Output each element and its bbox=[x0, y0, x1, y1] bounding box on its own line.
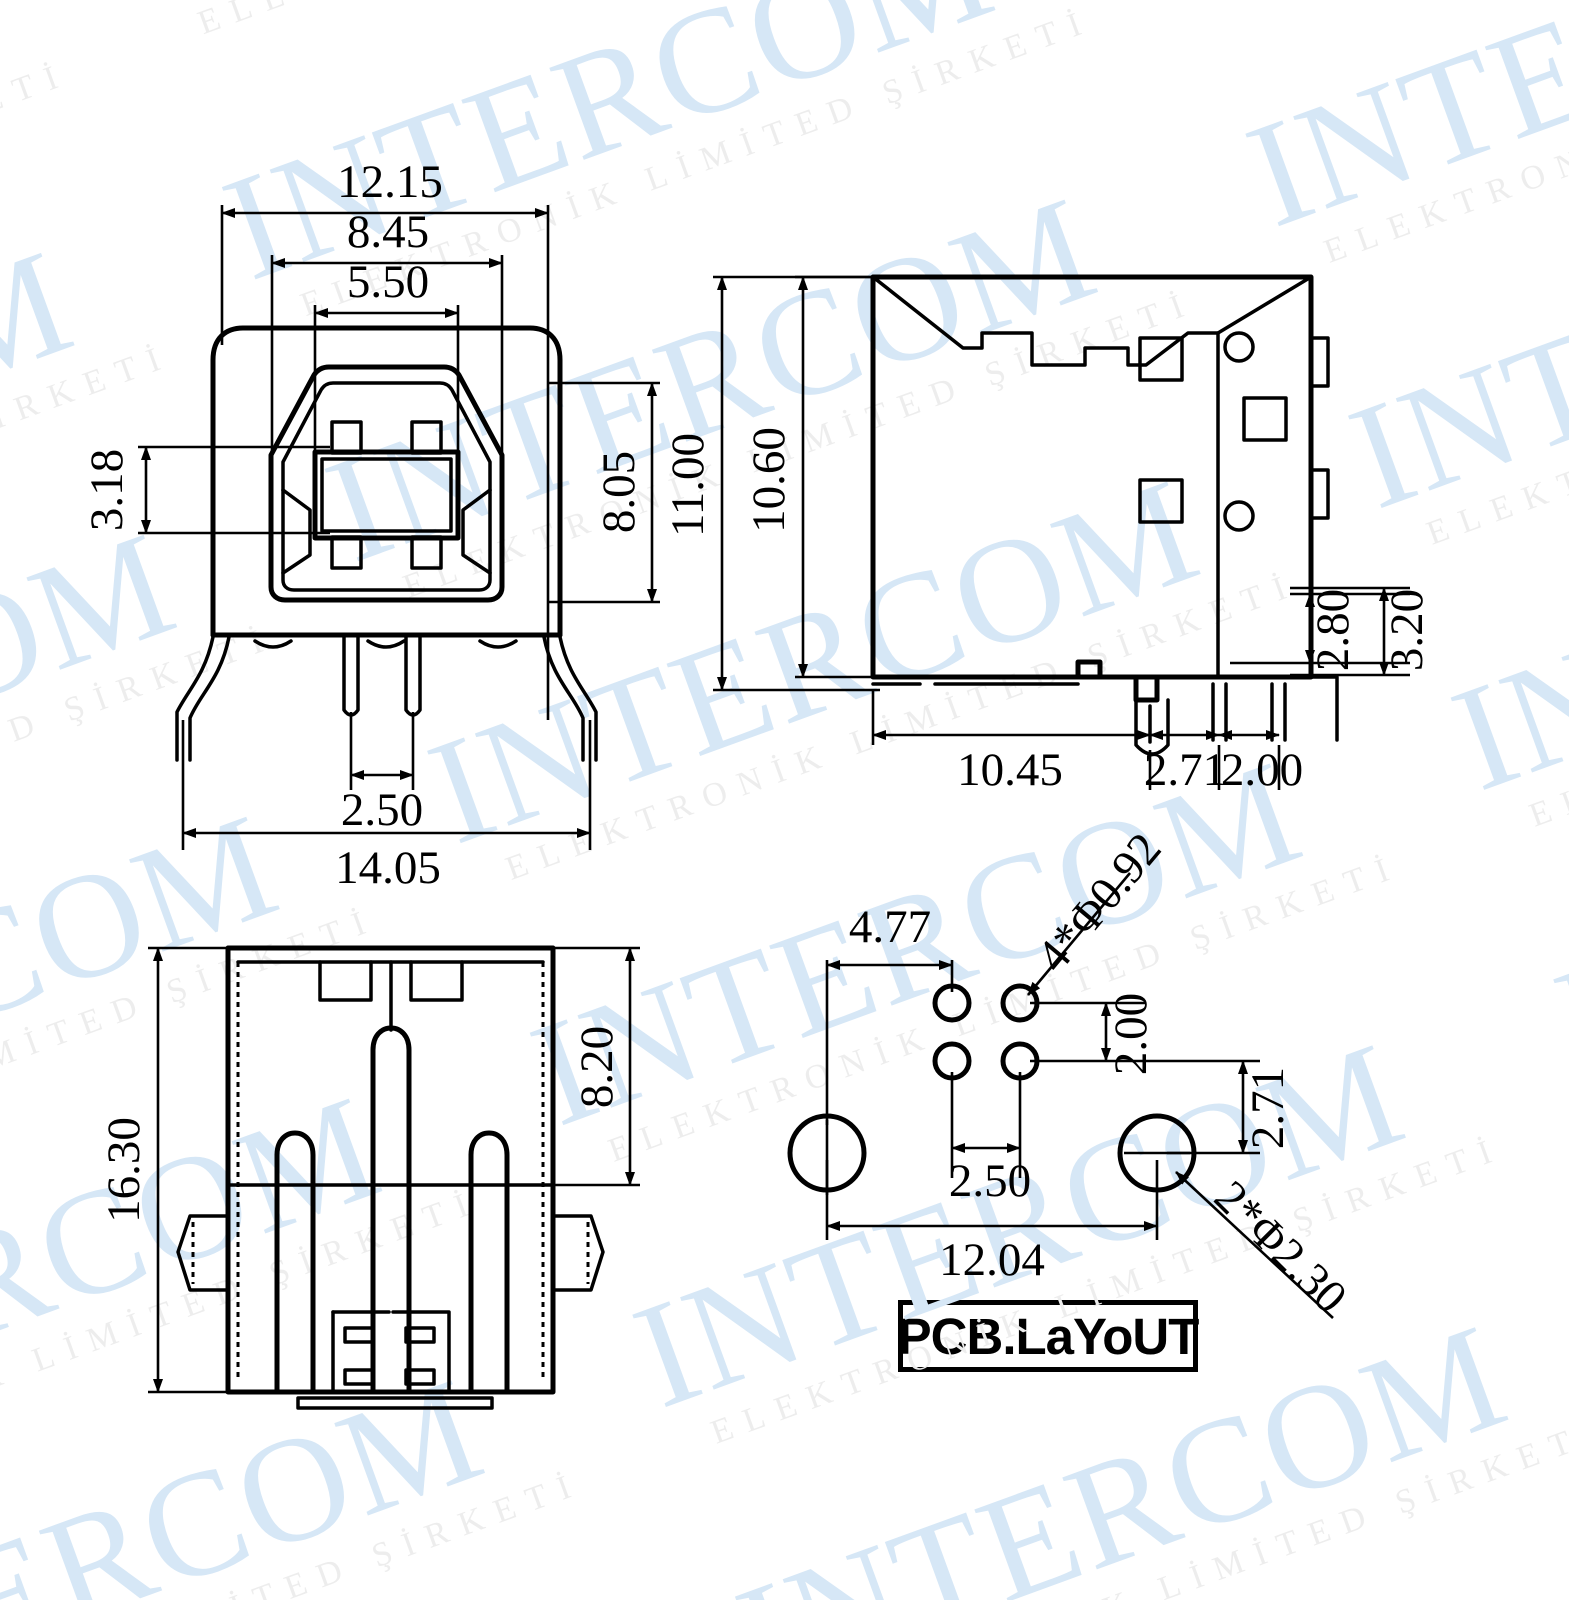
dim-label-2-50-front: 2.50 bbox=[341, 784, 423, 836]
dim-label-2-00-pcb: 2.00 bbox=[1105, 993, 1157, 1075]
dim-label-3-18: 3.18 bbox=[81, 449, 133, 531]
dimension-2-71-side: 2.71 bbox=[1144, 730, 1226, 796]
side-shell-dimples bbox=[1138, 336, 1288, 524]
dimension-2-00-side: 2.00 bbox=[1218, 730, 1303, 796]
side-view: 11.00 10.60 10.45 2.71 bbox=[662, 274, 1433, 796]
dimension-5-50: 5.50 bbox=[313, 256, 460, 468]
usb-b-port-opening bbox=[268, 364, 505, 603]
dimension-2-50-pcb: 2.50 bbox=[949, 1072, 1031, 1207]
dim-label-12-04: 12.04 bbox=[939, 1234, 1045, 1286]
side-shell-outline bbox=[870, 274, 1314, 680]
pcb-layout-view: 4.77 2.50 12.04 2.00 bbox=[787, 823, 1357, 1323]
dim-label-16-30: 16.30 bbox=[98, 1117, 150, 1223]
dimension-3-20: 3.20 bbox=[1290, 586, 1433, 677]
top-side-latch-ears bbox=[176, 1214, 605, 1292]
callout-label-4x-phi-0-92: 4*Φ0.92 bbox=[1027, 823, 1172, 982]
dim-label-5-50: 5.50 bbox=[347, 256, 429, 308]
dim-label-2-80: 2.80 bbox=[1307, 589, 1359, 671]
side-edge-tabs bbox=[1309, 336, 1330, 520]
callout-2x-phi-2-30: 2*Φ2.30 bbox=[1175, 1171, 1357, 1323]
signal-pin-holes bbox=[932, 983, 1040, 1081]
callout-label-2x-phi-2-30: 2*Φ2.30 bbox=[1204, 1171, 1356, 1323]
side-shell-holes bbox=[1223, 331, 1255, 532]
dimension-2-71-pcb: 2.71 bbox=[1167, 1060, 1294, 1155]
dimension-8-20: 8.20 bbox=[553, 946, 640, 1187]
dimension-8-05: 8.05 bbox=[548, 381, 660, 604]
dim-label-10-45: 10.45 bbox=[957, 744, 1063, 796]
dim-label-14-05: 14.05 bbox=[335, 842, 441, 894]
dim-label-2-71-pcb: 2.71 bbox=[1242, 1067, 1294, 1149]
dimension-3-18: 3.18 bbox=[81, 445, 330, 535]
dimension-4-77: 4.77 bbox=[825, 901, 954, 1125]
dim-label-8-05: 8.05 bbox=[593, 451, 645, 533]
front-mounting-legs bbox=[175, 635, 598, 762]
dim-label-11-00: 11.00 bbox=[662, 433, 714, 537]
dim-label-2-71-side: 2.71 bbox=[1144, 744, 1226, 796]
dim-label-3-20: 3.20 bbox=[1381, 589, 1433, 671]
dim-label-8-45: 8.45 bbox=[347, 206, 429, 258]
front-pins bbox=[342, 635, 422, 717]
dim-label-2-00-side: 2.00 bbox=[1221, 744, 1303, 796]
dimension-10-60: 10.60 bbox=[743, 275, 880, 679]
dim-label-2-50-pcb: 2.50 bbox=[949, 1155, 1031, 1207]
callout-4x-phi-0-92: 4*Φ0.92 bbox=[1027, 823, 1172, 996]
dimension-2-00-pcb: 2.00 bbox=[1030, 993, 1260, 1075]
dimension-16-30: 16.30 bbox=[98, 946, 232, 1394]
dimension-2-50-front: 2.50 bbox=[341, 712, 423, 836]
top-view: 8.20 16.30 bbox=[98, 945, 640, 1410]
dimension-10-45: 10.45 bbox=[871, 690, 1152, 796]
front-view: 12.15 8.45 5.50 3.18 bbox=[81, 156, 660, 894]
dim-label-12-15: 12.15 bbox=[337, 156, 443, 208]
front-base-plate bbox=[210, 632, 563, 649]
dim-label-8-20: 8.20 bbox=[571, 1026, 623, 1108]
top-center-blade bbox=[370, 960, 412, 1395]
top-base-foot bbox=[296, 1396, 494, 1410]
dim-label-10-60: 10.60 bbox=[743, 427, 795, 533]
top-solder-tabs bbox=[331, 1310, 451, 1394]
contact-block bbox=[312, 420, 461, 570]
top-side-blades bbox=[274, 1130, 510, 1395]
dimension-8-45: 8.45 bbox=[270, 206, 504, 472]
dim-label-4-77: 4.77 bbox=[849, 901, 931, 953]
